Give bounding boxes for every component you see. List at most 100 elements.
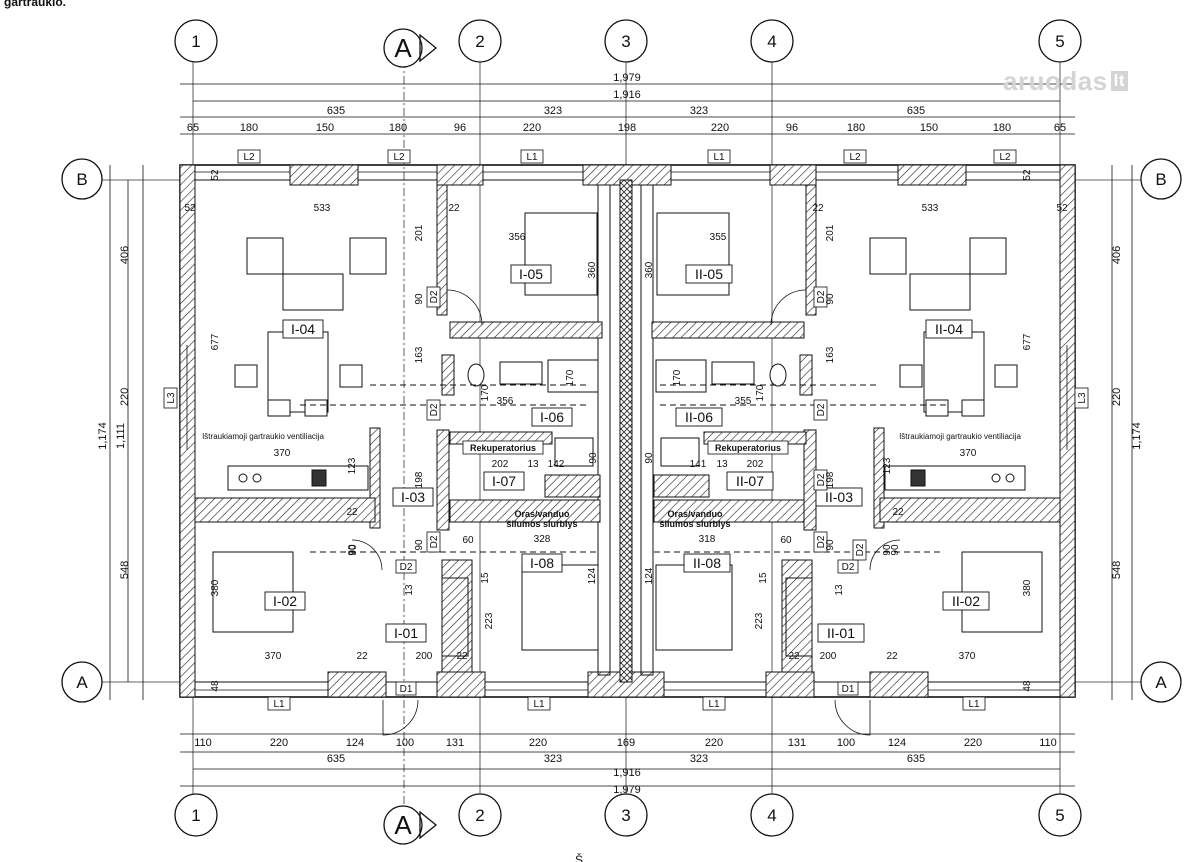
dim-top-l3-10: 150 [920, 122, 938, 134]
idim-r-6: 360 [644, 261, 655, 278]
watermark-brand: aruodas [1003, 66, 1108, 96]
idim-l-18: 90 [414, 539, 425, 551]
vent-label-right: Ištraukiamoji gartraukio ventiliacija [899, 432, 1021, 441]
dim-bot-l3-9: 100 [837, 737, 855, 749]
grid-col-3-bottom: 3 [621, 806, 630, 825]
dim-top-l3-11: 180 [993, 122, 1011, 134]
idim-l-35: 48 [210, 680, 221, 692]
dim-bot-l3-8: 131 [788, 737, 806, 749]
dim-bot-l3-11: 220 [964, 737, 982, 749]
door-tag-6: D2 [400, 562, 413, 573]
door-tag-0: D2 [429, 290, 440, 303]
watermark-suffix: lt [1110, 71, 1129, 91]
idim-r-1: 52 [1022, 169, 1033, 181]
idim-l-22: 200 [416, 651, 433, 662]
idim-r-16: 90 [644, 452, 655, 464]
idim-r-35: 48 [1022, 680, 1033, 692]
idim-l-4: 356 [509, 232, 526, 243]
idim-r-12: 198 [825, 471, 836, 488]
idim-l-12: 198 [414, 471, 425, 488]
window-tag-11: L1 [968, 699, 980, 710]
dim-top-l3-6: 198 [618, 122, 636, 134]
dim-bot-l3-12: 110 [1039, 737, 1057, 749]
idim-l-25: 328 [534, 534, 551, 545]
grid-col-2-bottom: 2 [475, 806, 484, 825]
window-tag-0: L2 [243, 152, 255, 163]
dim-left-outer: 1,174 [97, 422, 109, 450]
idim-l-8: 163 [414, 346, 425, 363]
idim-l-0: 533 [314, 203, 331, 214]
idim-l-28: 22 [456, 651, 468, 662]
footer-partial-text: Š [575, 852, 583, 862]
window-tag-1: L2 [393, 152, 405, 163]
idim-l-6: 360 [587, 261, 598, 278]
idim-r-24: 124 [644, 567, 655, 584]
dim-top-l3-8: 96 [786, 122, 798, 134]
idim-l-13: 202 [492, 459, 509, 470]
dim-right-seg-1: 220 [1111, 388, 1123, 406]
idim-l-20: 370 [265, 651, 282, 662]
vent-label-left: Ištraukiamoji gartraukio ventiliacija [202, 432, 324, 441]
window-tag-4: L2 [849, 152, 861, 163]
idim-l-3: 677 [210, 333, 221, 350]
dim-bot-l3-5: 220 [529, 737, 547, 749]
idim-l-26: 13 [404, 584, 415, 596]
idim-l-10: 370 [274, 448, 291, 459]
room-i-04: I-04 [291, 321, 315, 337]
grid-col-5-bottom: 5 [1055, 806, 1064, 825]
room-ii-03: II-03 [825, 489, 853, 505]
idim-l-14: 13 [527, 459, 539, 470]
idim-r-23: 223 [754, 612, 765, 629]
dim-bot-l3-7: 220 [705, 737, 723, 749]
recuperator-right: Rekuperatorius [715, 443, 781, 453]
room-i-01: I-01 [394, 625, 418, 641]
idim-r-3: 677 [1022, 333, 1033, 350]
dim-top-overall: 1,979 [613, 72, 641, 84]
idim-l-23: 223 [484, 612, 495, 629]
door-tag-11: D1 [842, 684, 855, 695]
idim-l-9: 356 [497, 396, 514, 407]
idim-r-17: 90 [882, 544, 893, 556]
exterior-walls [179, 164, 1076, 698]
door-tag-3: D2 [816, 403, 827, 416]
idim-l-32: 90 [348, 544, 359, 556]
dim-top-l2-2: 323 [690, 105, 708, 117]
grid-col-5-top: 5 [1055, 32, 1064, 51]
furniture [212, 212, 1043, 657]
idim-l-17: 90 [347, 544, 358, 556]
idim-r-18: 90 [825, 539, 836, 551]
door-tag-7: D2 [842, 562, 855, 573]
idim-r-0: 533 [922, 203, 939, 214]
idim-r-14: 141 [690, 459, 707, 470]
dim-top-l2-1: 323 [544, 105, 562, 117]
window-tag-7: L3 [1077, 392, 1088, 404]
dim-left-seg-0: 406 [119, 246, 131, 264]
window-tag-2: L1 [526, 152, 538, 163]
dim-bot-l3-3: 100 [396, 737, 414, 749]
idim-r-15: 13 [716, 459, 728, 470]
idim-r-20: 370 [959, 651, 976, 662]
grid-col-3-top: 3 [621, 32, 630, 51]
room-ii-01: II-01 [827, 625, 855, 641]
idim-l-24: 124 [587, 567, 598, 584]
door-tag-8: D2 [816, 473, 827, 486]
idim-r-13: 202 [747, 459, 764, 470]
section-mark-bottom: A [394, 810, 412, 840]
section-mark-top: A [394, 33, 412, 63]
grid-col-1-top: 1 [191, 32, 200, 51]
idim-r-32: 90 [890, 544, 901, 556]
idim-r-5: 201 [825, 224, 836, 241]
dim-left-seg-1: 220 [119, 388, 131, 406]
idim-r-33: 22 [812, 203, 824, 214]
dim-top-l3-7: 220 [711, 122, 729, 134]
door-tag-1: D2 [816, 290, 827, 303]
idim-r-9: 355 [735, 396, 752, 407]
dim-top-l3-1: 180 [240, 122, 258, 134]
idim-r-11: 123 [882, 457, 893, 474]
idim-l-19: 380 [210, 579, 221, 596]
grid-row-a-right: A [1155, 673, 1167, 692]
idim-l-15: 142 [548, 459, 565, 470]
dim-bot-l3-6: 169 [617, 737, 635, 749]
